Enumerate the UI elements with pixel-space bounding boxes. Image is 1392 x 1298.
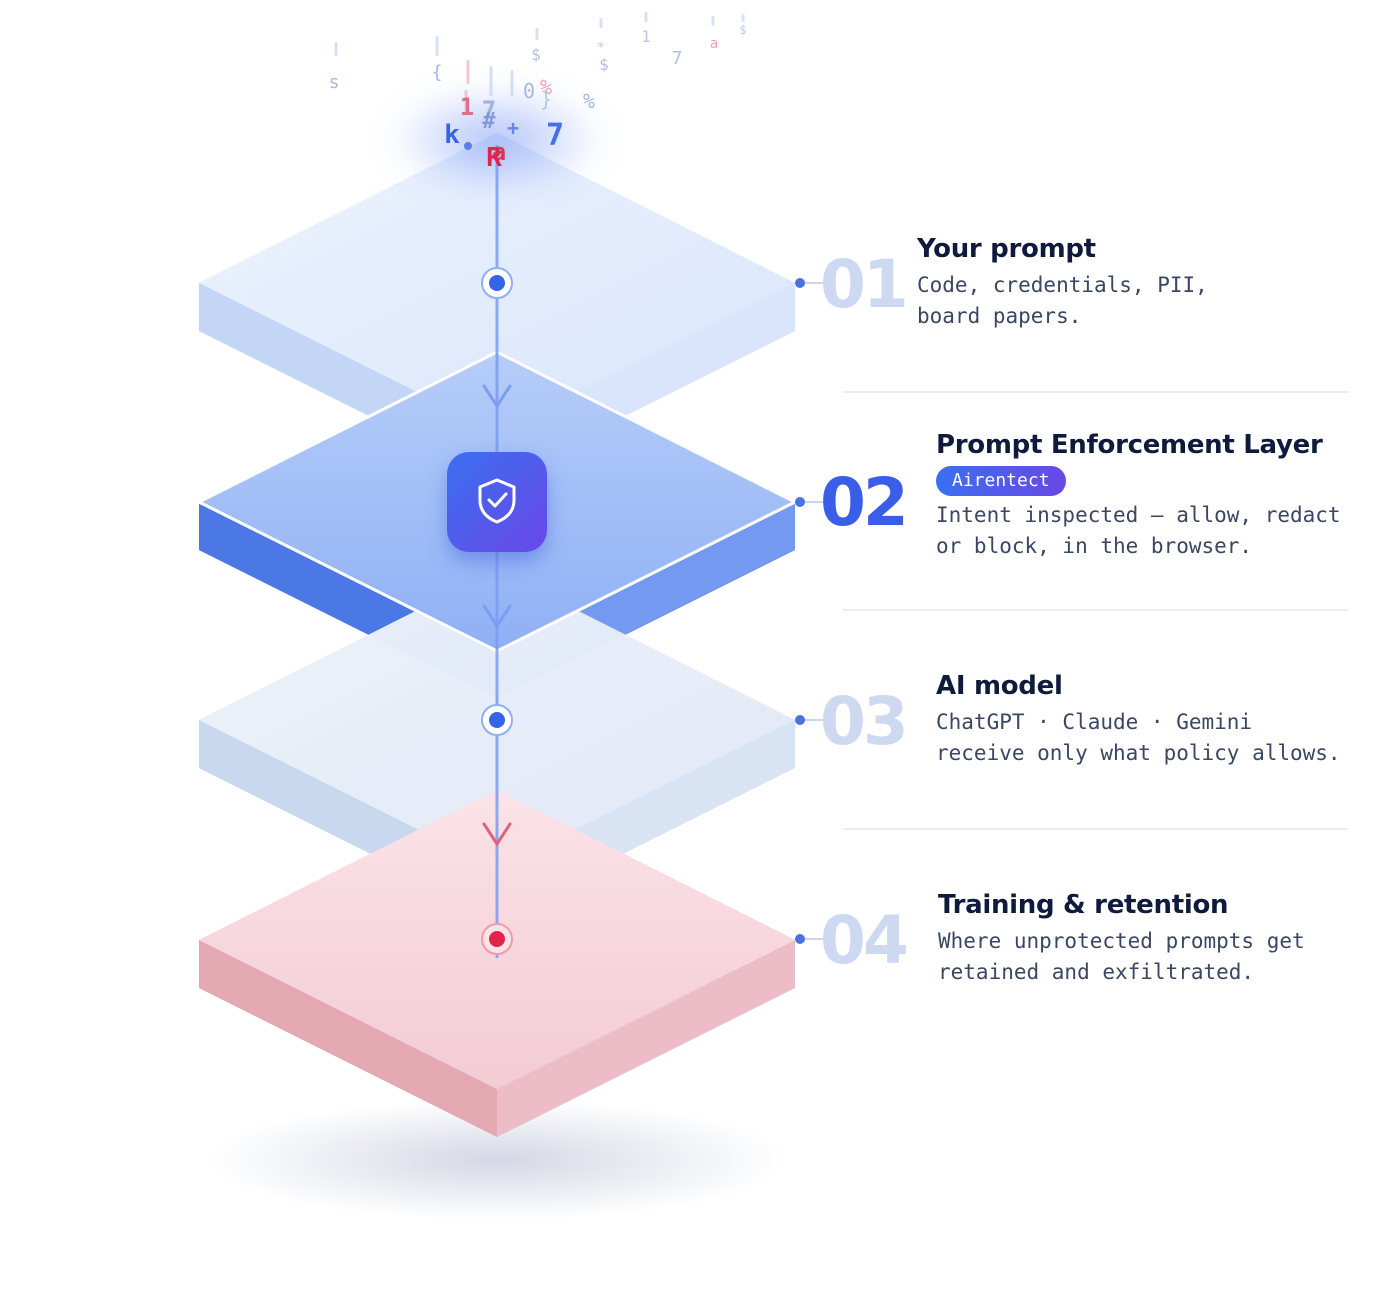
- arrow-down-icon: [482, 604, 512, 629]
- particle-streak: [489, 66, 493, 96]
- step-ai-model: AI model ChatGPT · Claude · Gemini recei…: [936, 669, 1346, 769]
- particle-glyph: 0: [523, 79, 535, 103]
- particle-streak: [711, 16, 715, 26]
- divider: [843, 609, 1348, 611]
- step-description: Intent inspected — allow, redact or bloc…: [936, 503, 1341, 558]
- step-title: Your prompt: [917, 234, 1096, 264]
- arrow-down-icon: [482, 384, 512, 409]
- particle-streak: [644, 12, 648, 22]
- ground-shadow: [207, 1100, 787, 1220]
- particle-glyph: 7: [482, 96, 496, 124]
- step-training: Training & retention Where unprotected p…: [938, 888, 1348, 988]
- particle-glyph: $: [531, 45, 541, 64]
- particle-streak: [535, 28, 539, 40]
- step-enforcement: Prompt Enforcement Layer Airentect Inten…: [936, 428, 1356, 562]
- divider: [843, 828, 1348, 830]
- particle-glyph: +: [507, 116, 519, 140]
- particle-streak: [334, 42, 338, 56]
- step-description: Code, credentials, PII, board papers.: [917, 273, 1208, 328]
- particle-glyph: $: [739, 23, 746, 37]
- step-number-03: 03: [820, 683, 909, 760]
- particle-glyph: s: [329, 72, 340, 93]
- particle-glyph: 7: [546, 118, 564, 153]
- particle-streak: [741, 14, 745, 22]
- step-number-01: 01: [820, 246, 909, 323]
- product-badge: Airentect: [936, 466, 1066, 496]
- particle-glyph: a: [710, 36, 718, 52]
- divider: [843, 391, 1348, 393]
- particle-glyph: %: [540, 75, 552, 99]
- particle-streak: [464, 90, 468, 112]
- particle-glyph: R: [486, 143, 502, 173]
- particle-streak: [466, 60, 470, 84]
- node-prompt: [481, 267, 513, 299]
- step-description: Where unprotected prompts get retained a…: [938, 929, 1305, 984]
- node-training: [481, 923, 513, 955]
- ingest-glow: [387, 85, 607, 195]
- particle-streak: [435, 36, 439, 56]
- particle-streak: [510, 70, 514, 96]
- connector-04: [795, 934, 826, 944]
- particle-glyph: $: [599, 55, 609, 74]
- node-ai-model: [481, 704, 513, 736]
- particle-glyph: 1: [641, 27, 651, 46]
- particle-streak: [599, 18, 603, 28]
- particle-glyph: #: [482, 109, 496, 134]
- step-title: Training & retention: [938, 890, 1229, 920]
- particle-glyph: }: [540, 87, 552, 111]
- step-title: AI model: [936, 671, 1063, 701]
- particle-glyph: {: [432, 62, 443, 83]
- particle-glyph: k: [444, 120, 460, 150]
- step-title: Prompt Enforcement Layer: [936, 430, 1323, 460]
- connector-01: [795, 278, 836, 288]
- particle-dot: [464, 142, 472, 150]
- step-number-02: 02: [820, 464, 909, 541]
- particle-glyph: 1: [460, 93, 474, 121]
- connector-03: [795, 715, 826, 725]
- step-number-04: 04: [820, 902, 909, 979]
- particle-glyph: %: [583, 89, 595, 113]
- step-prompt: Your prompt Code, credentials, PII, boar…: [917, 232, 1357, 332]
- shield-check-icon: [478, 478, 516, 524]
- connector-02: [795, 497, 826, 507]
- particle-glyph: a: [492, 138, 506, 166]
- step-description: ChatGPT · Claude · Gemini receive only w…: [936, 710, 1341, 765]
- particle-glyph: *: [597, 40, 605, 56]
- arrow-down-icon: [482, 822, 512, 847]
- particle-glyph: 7: [672, 48, 683, 69]
